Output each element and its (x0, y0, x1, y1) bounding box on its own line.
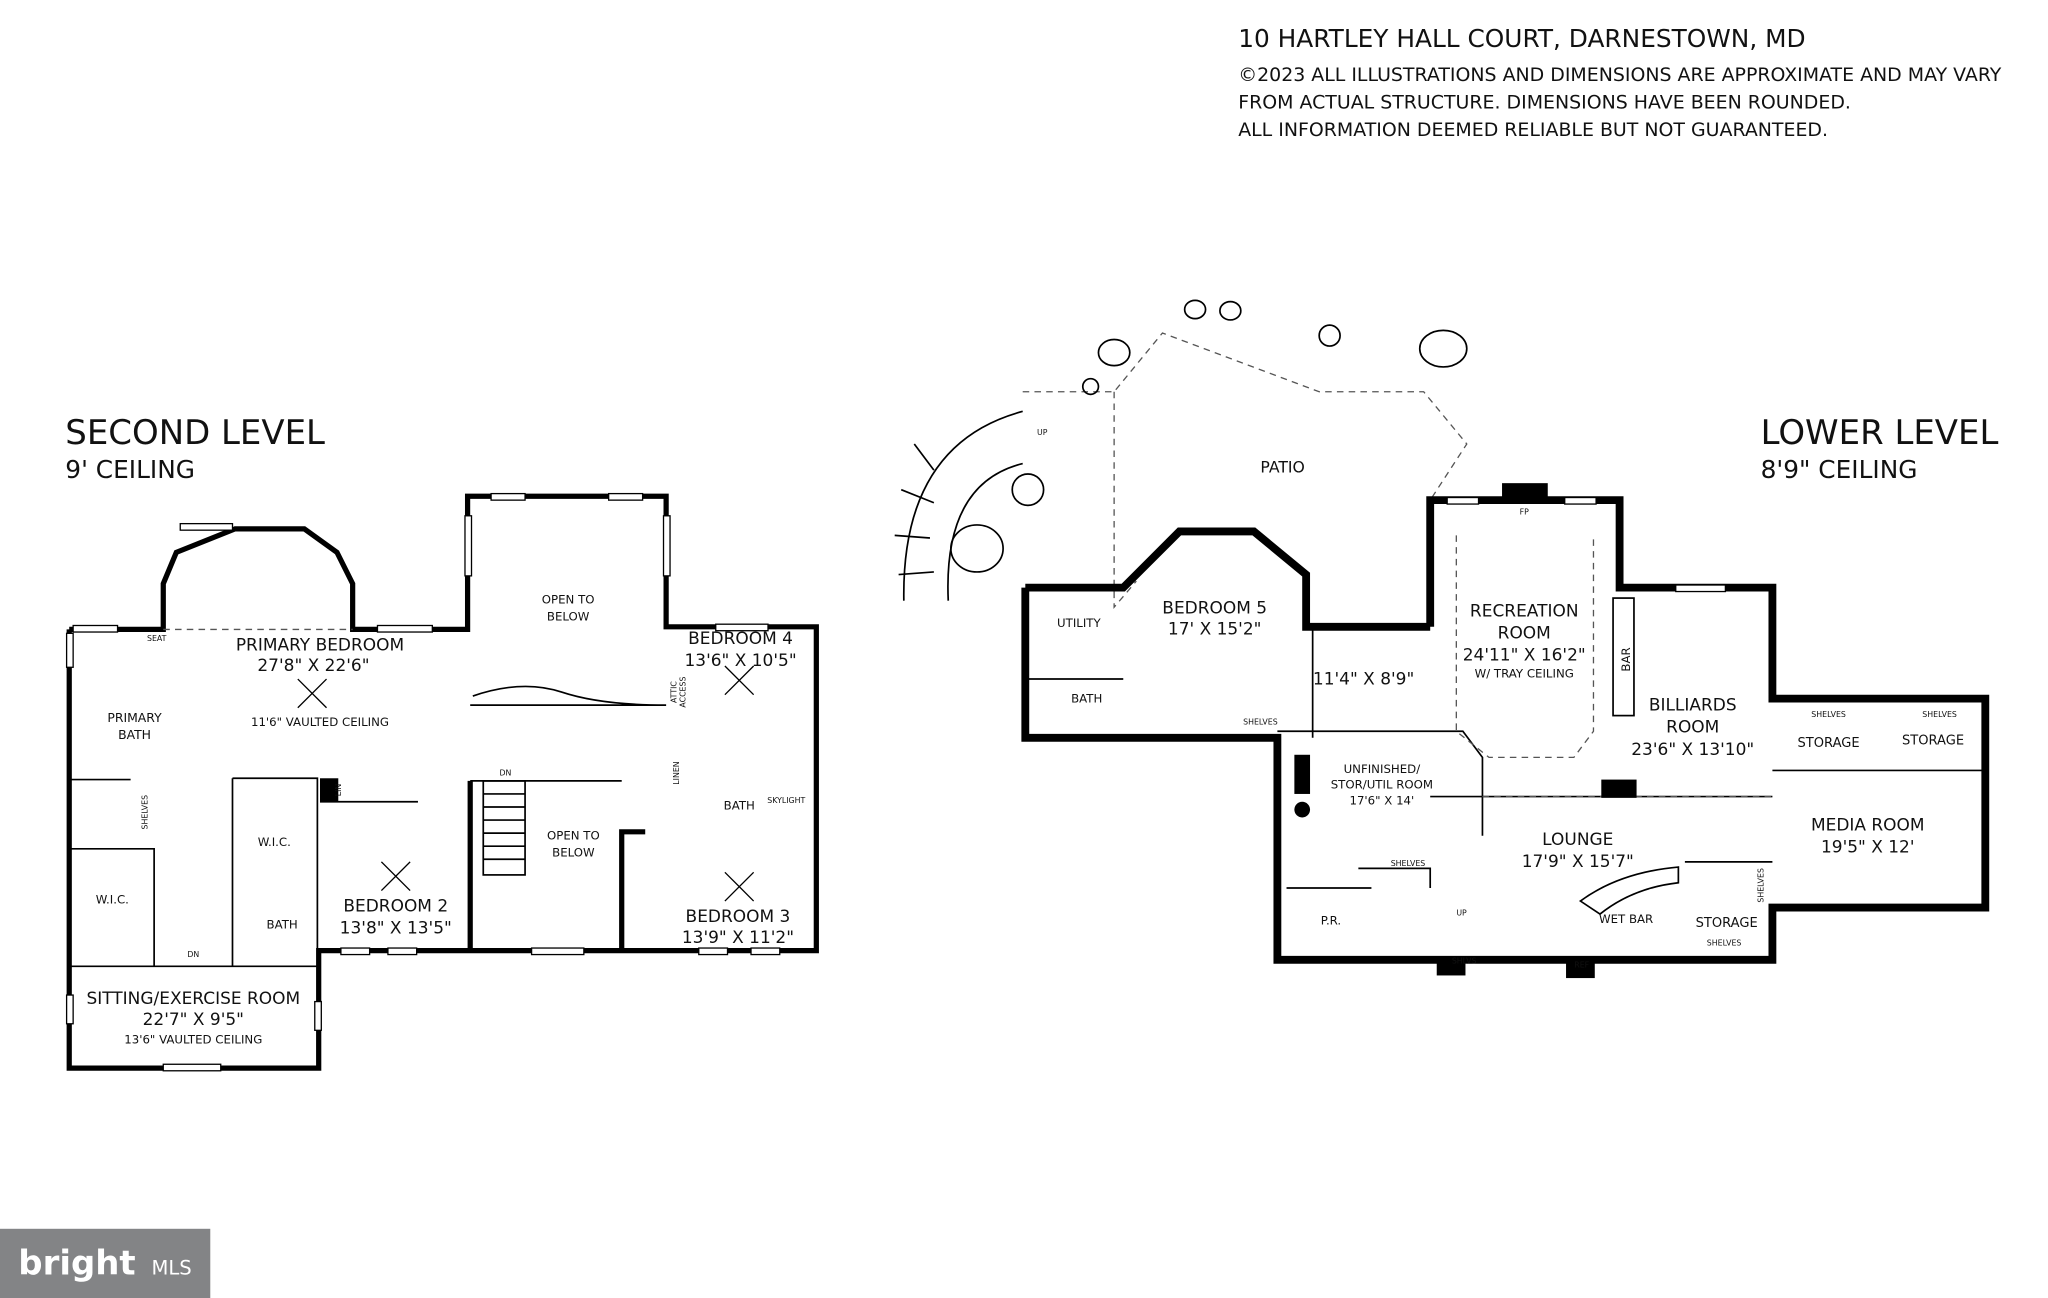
ceiling-fan-icon (380, 861, 411, 892)
primary-bath-label: PRIMARY (107, 710, 162, 725)
ceiling-fan-icon (724, 871, 755, 902)
storage-3-label: STORAGE (1696, 916, 1758, 931)
second-level-title: SECOND LEVEL (65, 413, 325, 453)
dn-sitting-label: DN (187, 950, 199, 959)
bedroom5-dims: 17' X 15'2" (1168, 620, 1262, 640)
lower-level-plan: PATIO UP UTILITY BATH BEDROOM 5 17' X 15… (894, 299, 1990, 979)
storage-2-label: STORAGE (1902, 733, 1964, 748)
utility-label: UTILITY (1057, 616, 1101, 630)
patio-label: PATIO (1260, 458, 1304, 477)
unfinished-room-label: UNFINISHED/ (1344, 762, 1421, 776)
bright-mls-logo: bright MLS (0, 1228, 211, 1298)
fireplace-label: FP (1520, 507, 1530, 516)
lin-label: LIN (334, 784, 343, 797)
billiards-room-dims: 23'6" X 13'10" (1631, 740, 1754, 760)
shelves-label: SHELVES (141, 795, 150, 830)
sitting-room-label: SITTING/EXERCISE ROOM (86, 989, 300, 1009)
bath-right-label: BATH (724, 799, 755, 813)
open-to-below-mid: OPEN TO (547, 829, 600, 843)
recreation-room-label: RECREATION (1470, 601, 1579, 621)
open-to-below-top: OPEN TO (542, 592, 595, 606)
ceiling-fan-icon (297, 678, 327, 709)
lounge-label: LOUNGE (1542, 830, 1613, 850)
patio-outline (1022, 332, 1468, 609)
primary-bath-label-2: BATH (118, 727, 151, 742)
primary-bedroom-dims: 27'8" X 22'6" (257, 656, 369, 676)
bedroom4-label: BEDROOM 4 (688, 629, 793, 649)
shlvs-label: SHLVS (1452, 957, 1477, 966)
recreation-room-label-2: ROOM (1498, 624, 1551, 644)
bedroom5-label: BEDROOM 5 (1162, 599, 1267, 619)
ceiling-fan-icon (724, 665, 755, 696)
open-to-below-mid-2: BELOW (552, 846, 595, 860)
billiards-room-label: BILLIARDS (1649, 695, 1737, 715)
attic-access-label-2: ACCESS (679, 677, 688, 708)
linen-label: LINEN (672, 761, 681, 784)
shelves-s3-label: SHELVES (1707, 938, 1742, 947)
lower-level-outer-walls (1021, 496, 1990, 964)
bedroom2-label: BEDROOM 2 (343, 896, 448, 916)
primary-bedroom-ceiling: 11'6" VAULTED CEILING (251, 715, 389, 729)
unfinished-room-label-2: STOR/UTIL ROOM (1331, 778, 1433, 792)
bar-label: BAR (1619, 647, 1633, 671)
shelves-s2-label: SHELVES (1922, 710, 1957, 719)
second-level-plan: PRIMARY BEDROOM 27'8" X 22'6" 11'6" VAUL… (65, 492, 819, 1072)
bath-mid-label: BATH (267, 917, 298, 931)
bath-label: BATH (1071, 692, 1102, 706)
skylight-label: SKYLIGHT (767, 796, 805, 805)
bedroom3-label: BEDROOM 3 (686, 907, 791, 927)
shelves-s1-label: SHELVES (1811, 710, 1846, 719)
primary-bedroom-label: PRIMARY BEDROOM (236, 635, 404, 655)
recreation-room-note: W/ TRAY CEILING (1475, 667, 1574, 681)
recreation-room-dims: 24'11" X 16'2" (1463, 646, 1586, 666)
bedroom3-dims: 13'9" X 11'2" (682, 928, 794, 948)
media-room-dims: 19'5" X 12' (1821, 838, 1915, 858)
disclaimer-line-2: FROM ACTUAL STRUCTURE. DIMENSIONS HAVE B… (1238, 91, 1851, 113)
billiards-room-label-2: ROOM (1666, 718, 1719, 738)
hall-dims: 11'4" X 8'9" (1313, 669, 1414, 689)
shelves-unf-label: SHELVES (1391, 859, 1426, 868)
unfinished-room-dims: 17'6" X 14' (1349, 793, 1414, 807)
attic-access-label: ATTIC (670, 681, 679, 703)
open-to-below-top-2: BELOW (547, 609, 590, 623)
second-level-ceiling: 9' CEILING (65, 455, 195, 484)
sitting-room-dims: 22'7" X 9'5" (143, 1010, 244, 1030)
disclaimer-line-1: ©2023 ALL ILLUSTRATIONS AND DIMENSIONS A… (1238, 64, 2002, 86)
sitting-room-ceiling: 13'6" VAULTED CEILING (124, 1032, 262, 1046)
storage-1-label: STORAGE (1798, 736, 1860, 751)
media-room-label: MEDIA ROOM (1811, 816, 1925, 836)
property-address: 10 HARTLEY HALL COURT, DARNESTOWN, MD (1238, 24, 1805, 53)
lower-level-ceiling: 8'9" CEILING (1761, 455, 1918, 484)
bedroom2-dims: 13'8" X 13'5" (340, 919, 452, 939)
up-patio-label: UP (1037, 428, 1048, 437)
disclaimer-line-3: ALL INFORMATION DEEMED RELIABLE BUT NOT … (1238, 119, 1828, 141)
shelves-s3b-label: SHELVES (1756, 868, 1765, 903)
wic-left-label: W.I.C. (96, 893, 129, 907)
svg-text:MLS: MLS (152, 1256, 192, 1279)
up-stairs-label: UP (1456, 908, 1467, 917)
bedroom4-dims: 13'6" X 10'5" (684, 651, 796, 671)
dn-stairs-label: DN (500, 769, 512, 778)
powder-room-label: P.R. (1321, 914, 1341, 928)
lounge-dims: 17'9" X 15'7" (1522, 852, 1634, 872)
shelves-b5-label: SHELVES (1243, 718, 1278, 727)
svg-text:bright: bright (18, 1243, 135, 1283)
stairs-down (482, 780, 526, 876)
ref-label: REF (1574, 961, 1589, 970)
second-level-outer-walls (66, 493, 819, 1071)
seat-label: SEAT (147, 634, 167, 643)
wet-bar-label: WET BAR (1599, 912, 1653, 926)
lower-level-title: LOWER LEVEL (1761, 413, 1999, 453)
wic-mid-label: W.I.C. (258, 835, 291, 849)
curved-stairs (902, 410, 1023, 601)
